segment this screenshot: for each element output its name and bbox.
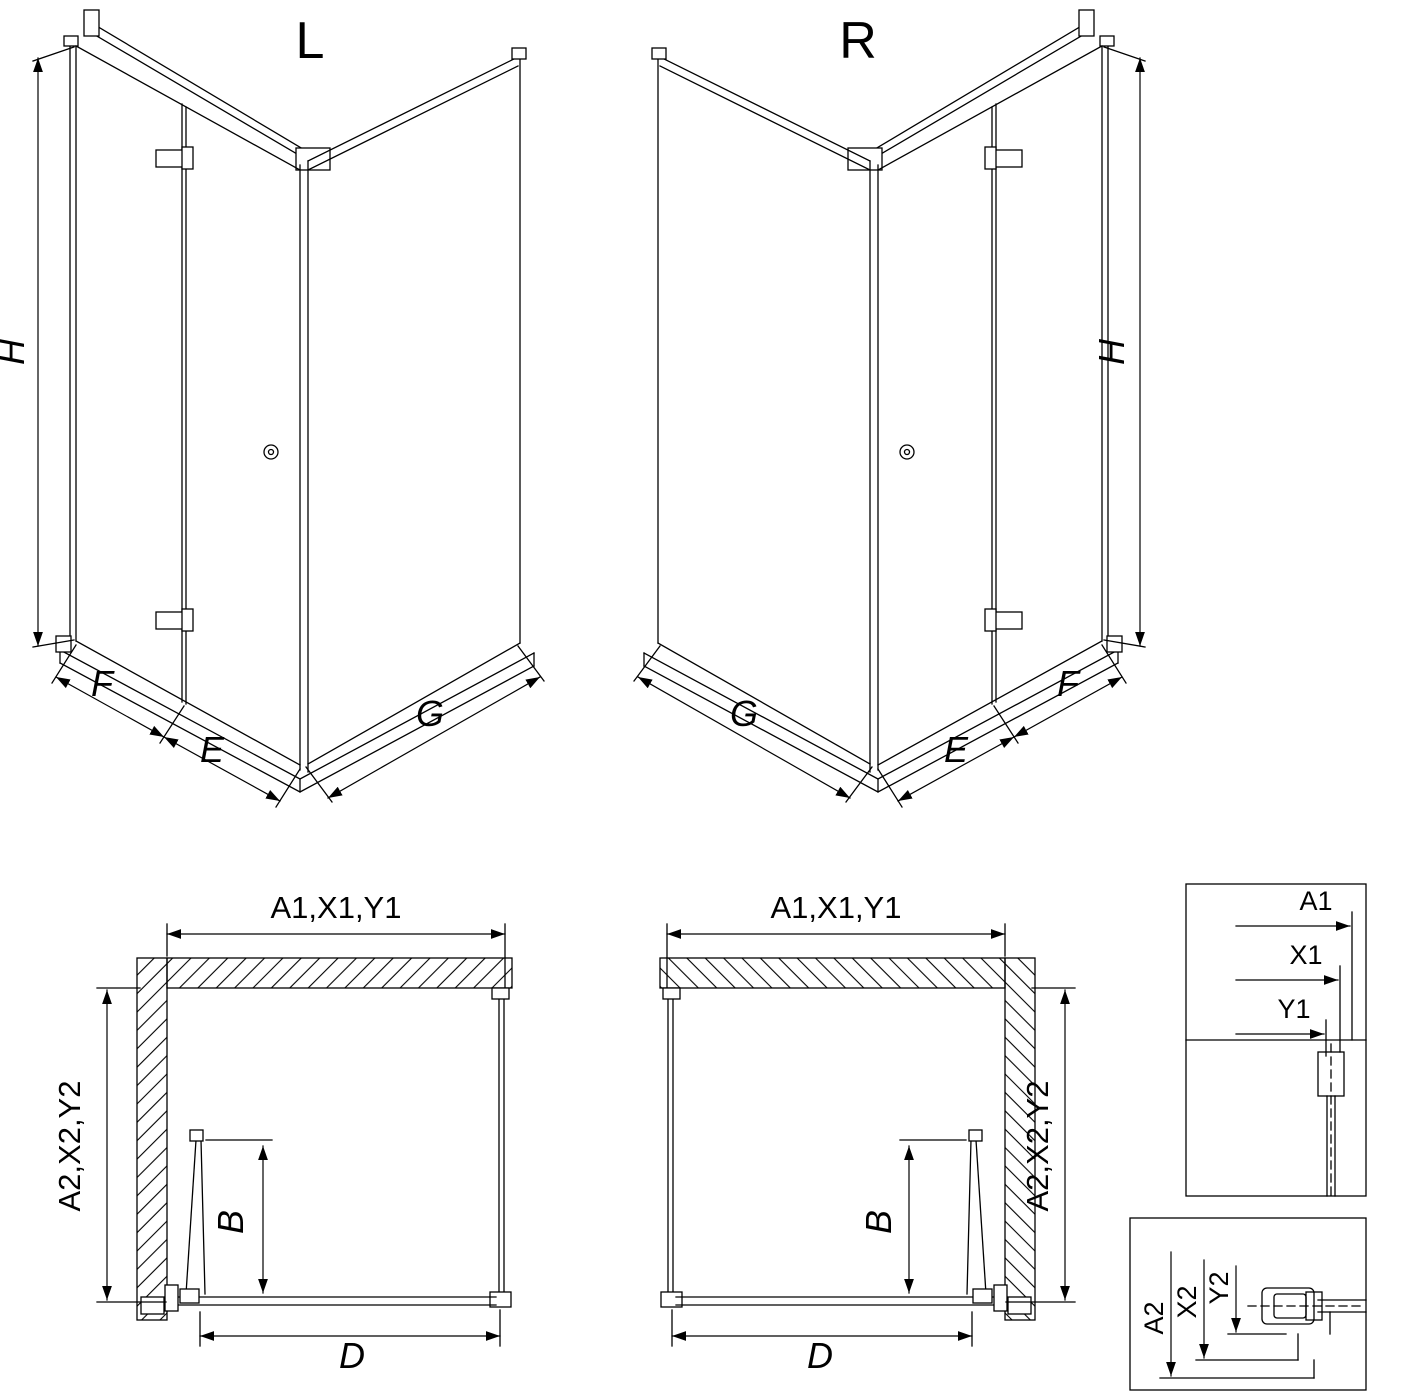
detail-x2-label: X2 <box>1172 1285 1202 1318</box>
top-hinge <box>155 149 185 168</box>
wall-section-side <box>136 957 168 1321</box>
detail-a2-label: A2 <box>1139 1301 1169 1334</box>
detail-wall-profile <box>1185 883 1367 1197</box>
detail-x1-label: X1 <box>1289 940 1322 970</box>
plan-left-door-projection-dim: B <box>210 1210 251 1234</box>
dim-label-side-depth-left: G <box>416 693 444 734</box>
bottom-hinge <box>155 611 185 630</box>
detail-y2-label: Y2 <box>1204 1271 1234 1304</box>
view-right-title: R <box>839 12 877 70</box>
dim-label-fixed-width-left: F <box>91 663 115 704</box>
enclosure-3d-geometry <box>32 9 545 808</box>
plan-right-width-dim: D <box>807 1335 833 1376</box>
plan-right-top-dim: A1,X1,Y1 <box>771 890 902 925</box>
detail-a1-label: A1 <box>1299 886 1332 916</box>
dim-label-height-left: H <box>0 338 32 365</box>
dim-label-fixed-width-right: F <box>1057 663 1081 704</box>
view-left-title: L <box>296 12 325 70</box>
plan-right-depth-dim: A2,X2,Y2 <box>1020 1081 1055 1212</box>
floor-bracket-profile <box>1261 1287 1315 1325</box>
wall-section-top <box>166 957 513 989</box>
plan-view-geometry-mirrored <box>660 924 1075 1346</box>
dim-label-side-depth-right: G <box>730 693 758 734</box>
dim-label-door-width-left: E <box>200 729 225 770</box>
plan-view-geometry <box>96 923 513 1347</box>
detail-floor-profile <box>1129 1217 1367 1391</box>
bar-wall-clamp <box>83 9 100 37</box>
plan-left-top-dim: A1,X1,Y1 <box>271 890 402 925</box>
plan-left-depth-dim: A2,X2,Y2 <box>52 1081 87 1212</box>
dim-label-door-width-right: E <box>944 729 969 770</box>
detail-y1-label: Y1 <box>1277 994 1310 1024</box>
dim-label-height-right: H <box>1091 338 1132 365</box>
plan-right-door-projection-dim: B <box>858 1210 899 1234</box>
door-handle <box>263 444 279 460</box>
plan-left-width-dim: D <box>339 1335 365 1376</box>
